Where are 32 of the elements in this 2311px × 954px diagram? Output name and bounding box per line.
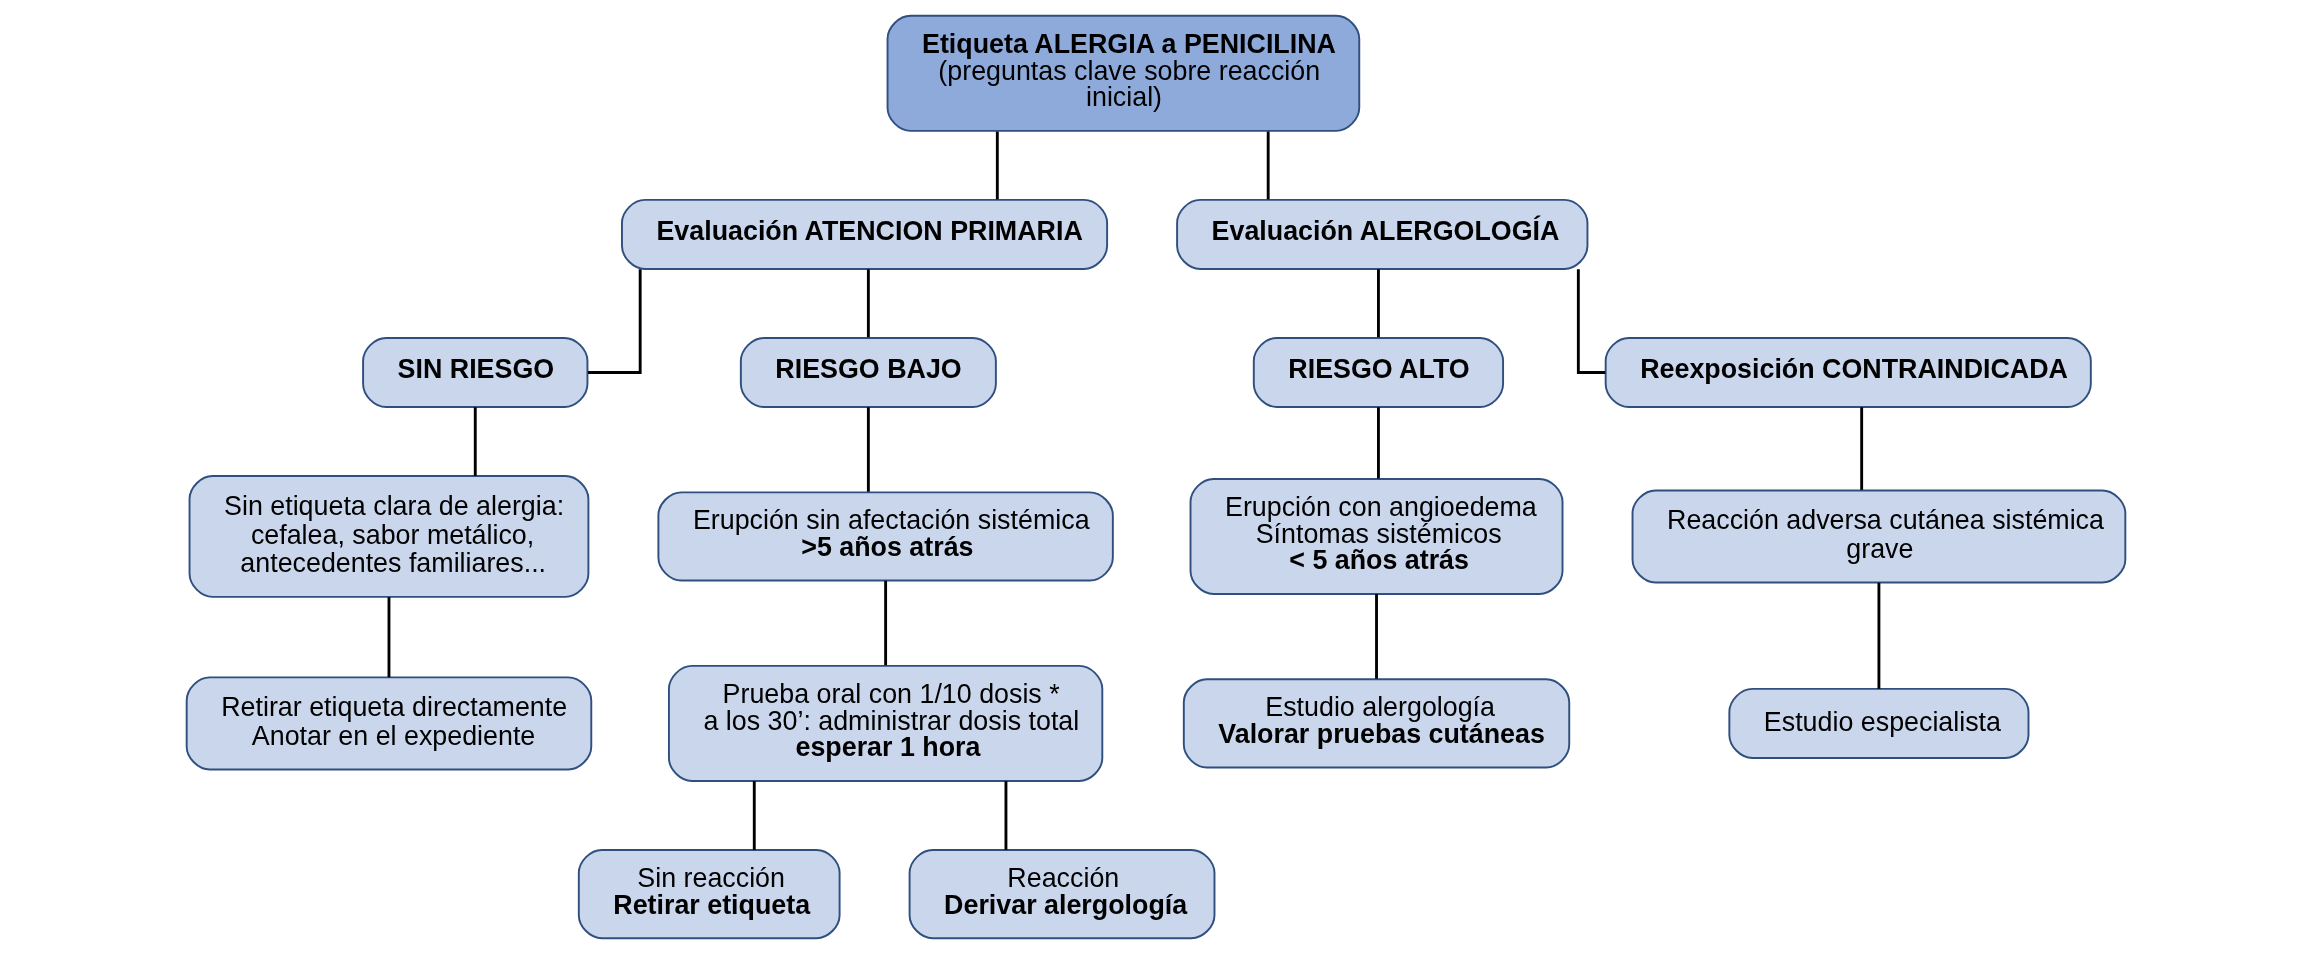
node-box: Estudio especialista [1727, 687, 2029, 759]
connector [1374, 594, 1378, 679]
node-box: Reacción Derivar alergología [908, 849, 1215, 940]
node-box: Evaluación ALERGOLOGÍA [1175, 198, 1588, 270]
node-box: SIN RIESGO [361, 337, 588, 408]
connector [1266, 131, 1270, 200]
connector [473, 407, 477, 476]
connector [883, 580, 887, 666]
connector [1376, 407, 1380, 479]
connector [995, 131, 999, 200]
connector [1859, 407, 1863, 490]
node-box: Reexposición CONTRAINDICADA [1604, 337, 2092, 408]
connector [752, 781, 756, 850]
node-box: Erupción sin afectación sistémica >5 años atrás [656, 491, 1114, 582]
node-box: Evaluación ATENCION PRIMARIA [620, 198, 1108, 270]
connector [387, 597, 390, 678]
connector [1004, 781, 1007, 850]
node-box: Retirar etiqueta directamente Anotar en el expediente [185, 676, 592, 771]
node-box: RIESGO ALTO [1252, 337, 1504, 408]
connector [587, 269, 642, 374]
node-box: Sin etiqueta clara de alergia: cefalea, sabor metálico, antecedentes familiares... [188, 475, 589, 598]
node-box: Etiqueta ALERGIA a PENICILINA (preguntas clave sobre reacción inicial) [886, 14, 1360, 132]
connector [1877, 582, 1880, 689]
connector [866, 407, 870, 492]
node-box: Sin reacción Retirar etiqueta [577, 849, 841, 940]
connector [1376, 269, 1380, 338]
connector [866, 269, 870, 338]
node-box: RIESGO BAJO [739, 337, 997, 408]
node-box: Reacción adversa cutánea sistémica grave [1631, 489, 2126, 584]
node-box: Estudio alergología Valorar pruebas cutáneas [1182, 678, 1570, 769]
node-box: Erupción con angioedema Síntomas sistémicos < 5 años atrás [1189, 477, 1563, 595]
node-box: Prueba oral con 1/10 dosis * a los 30’: administrar dosis total esperar 1 hora [667, 664, 1103, 782]
